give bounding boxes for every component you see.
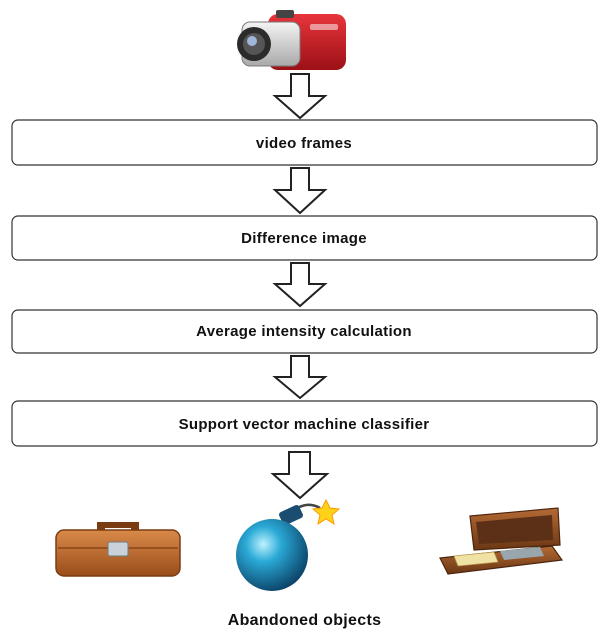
step-box-video-frames: video frames xyxy=(11,119,598,166)
step-label-difference-image: Difference image xyxy=(241,230,367,247)
step-box-difference-image: Difference image xyxy=(11,215,598,261)
down-arrow-3 xyxy=(272,262,328,308)
step-box-svm-classifier: Support vector machine classifier xyxy=(11,400,598,447)
step-box-average-intensity: Average intensity calculation xyxy=(11,309,598,354)
down-arrow-4 xyxy=(272,355,328,400)
step-label-svm-classifier: Support vector machine classifier xyxy=(179,416,430,433)
down-arrow-1 xyxy=(272,73,328,120)
caption-abandoned-objects: Abandoned objects xyxy=(227,612,382,629)
open-suitcase-icon xyxy=(439,507,564,575)
down-arrow-2 xyxy=(272,167,328,215)
step-label-average-intensity: Average intensity calculation xyxy=(196,323,412,340)
bomb-icon xyxy=(236,498,341,591)
video-camera-icon xyxy=(237,10,346,70)
briefcase-icon xyxy=(55,522,181,577)
step-label-video-frames: video frames xyxy=(256,135,352,152)
down-arrow-5 xyxy=(270,451,330,500)
